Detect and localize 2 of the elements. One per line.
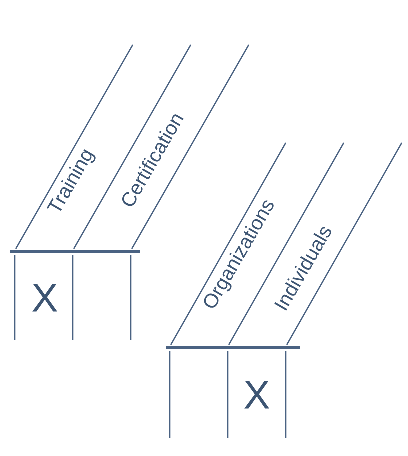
cell-mark: X <box>244 381 270 409</box>
cell-mark: X <box>32 284 58 312</box>
